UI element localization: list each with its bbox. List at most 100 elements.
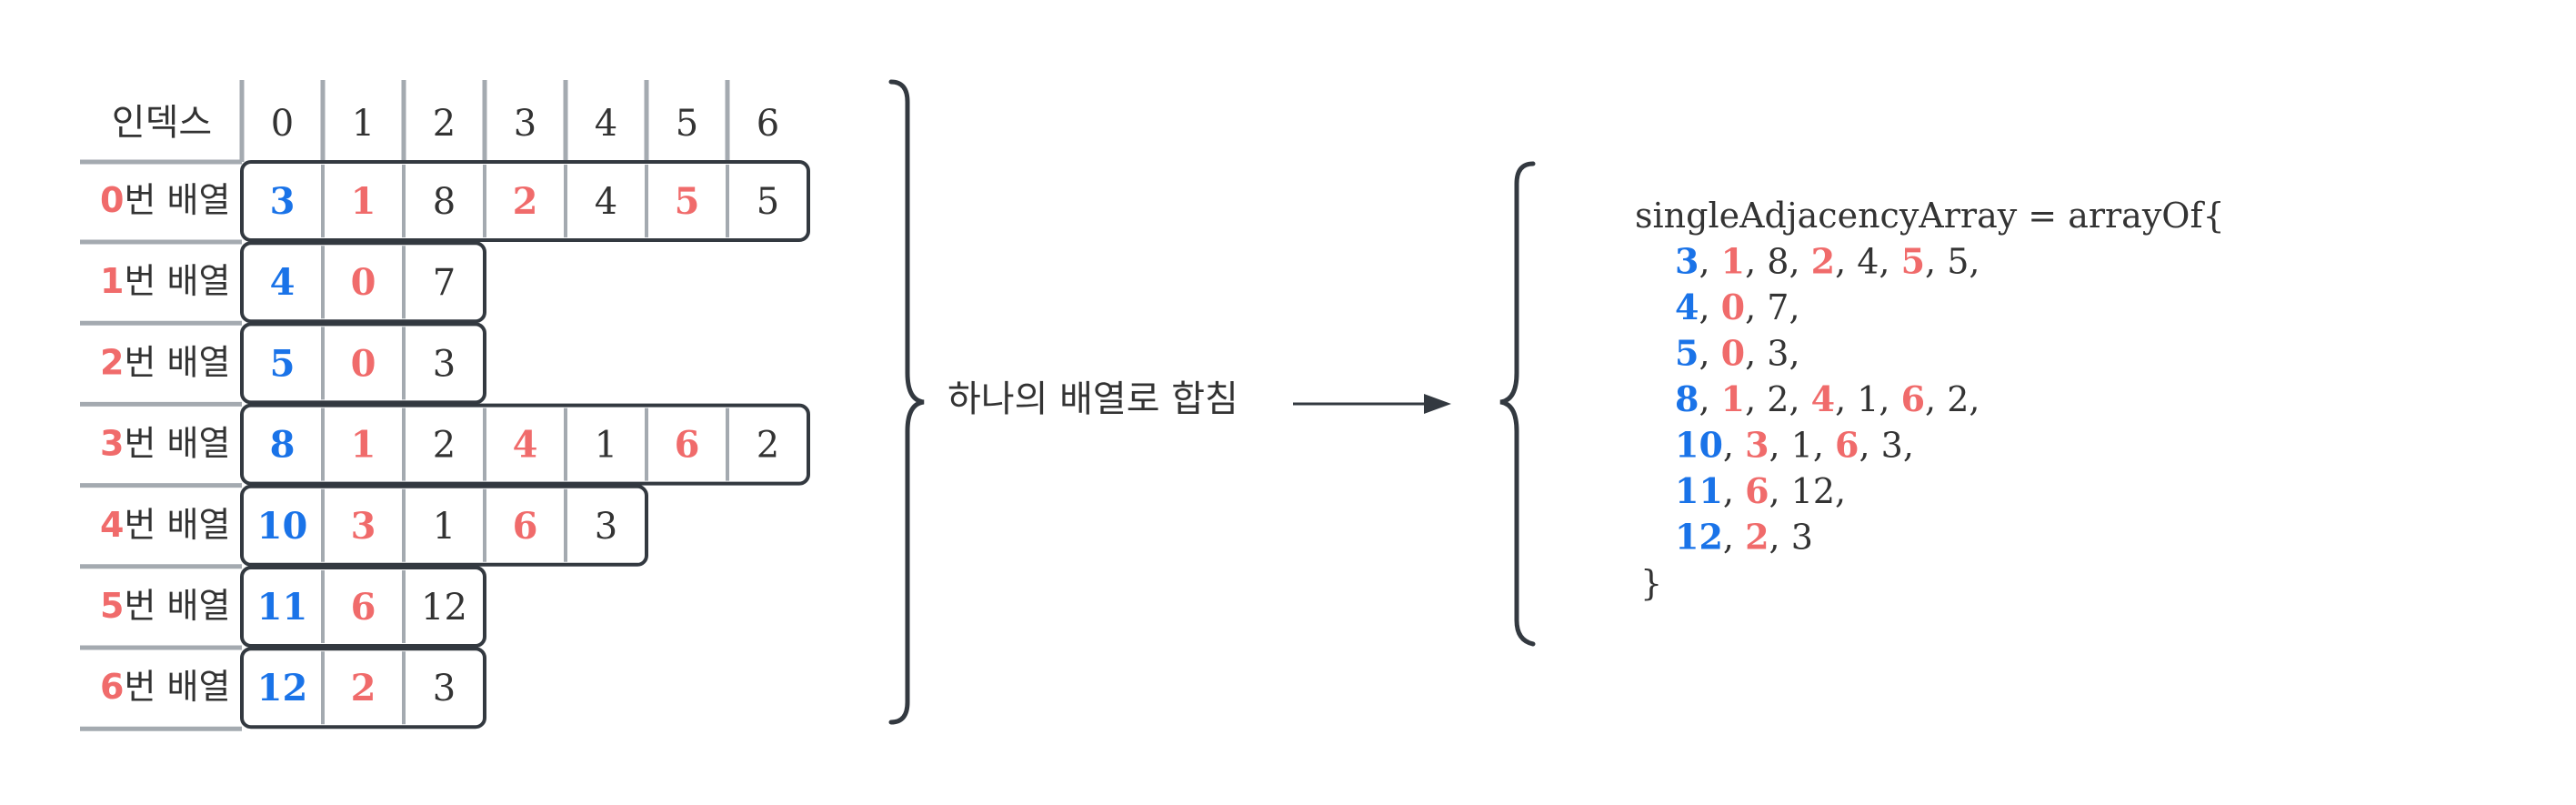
code-value: 3 [1881,426,1903,466]
index-header-cell: 6 [757,103,779,145]
row-label-suffix: 번 배열 [124,180,230,220]
array-cell: 0 [351,342,376,385]
code-separator: , [1879,242,1900,282]
code-line-end: , [1835,471,1846,511]
code-value: 2 [1745,517,1769,558]
row-label: 5번 배열 [100,586,230,626]
code-value: 3 [1745,425,1769,466]
code-line: 12, 2, 3 [1675,517,1813,558]
array-cell: 1 [433,506,456,548]
row-label: 6번 배열 [100,667,230,707]
array-cell: 5 [757,181,779,223]
code-separator: , [1699,242,1720,282]
code-value: 0 [1721,333,1745,374]
index-header-cell: 4 [595,103,617,145]
code-value: 2 [1811,241,1835,282]
code-separator: , [1769,471,1791,511]
code-value: 5 [1675,333,1699,374]
code-line: 4, 0, 7, [1675,287,1800,327]
code-value: 1 [1721,241,1745,282]
code-separator: , [1699,334,1720,374]
left-curly-brace [1499,161,1536,647]
row-label: 2번 배열 [100,342,230,382]
row-label-suffix: 번 배열 [124,342,230,382]
array-cell: 1 [351,180,376,223]
array-row-box [240,484,648,567]
index-header-cell: 1 [352,103,375,145]
array-cell: 8 [433,181,456,223]
row-label-number: 0 [100,180,124,220]
array-cell: 3 [270,180,296,223]
code-separator: , [1879,379,1900,419]
code-line-end: , [1969,242,1980,282]
code-separator: , [1699,287,1720,327]
array-row-box [240,160,810,242]
array-cell: 11 [257,586,308,629]
merge-label: 하나의 배열로 합침 [947,378,1238,420]
code-value: 8 [1675,378,1699,419]
array-cell: 6 [675,424,700,467]
code-separator: , [1723,518,1745,558]
array-cell: 3 [595,506,617,548]
row-label-number: 6 [100,667,124,707]
code-separator: , [1789,379,1810,419]
code-value: 3 [1767,334,1789,374]
right-curly-brace [888,79,925,725]
row-label-suffix: 번 배열 [124,261,230,301]
row-label-number: 5 [100,586,124,626]
array-cell: 2 [513,180,538,223]
code-value: 6 [1835,425,1859,466]
code-value: 12 [1791,471,1835,511]
code-value: 12 [1675,517,1723,558]
code-separator: , [1813,426,1835,466]
code-line: 8, 1, 2, 4, 1, 6, 2, [1675,378,1980,419]
array-cell: 12 [421,587,467,629]
code-value: 11 [1675,470,1723,511]
code-separator: , [1835,379,1857,419]
array-cell: 12 [257,667,308,709]
code-separator: , [1769,518,1791,558]
array-cell: 6 [351,586,376,629]
code-value: 1 [1791,426,1813,466]
code-line-end: , [1789,334,1799,374]
row-label-number: 3 [100,424,124,464]
code-value: 4 [1857,242,1879,282]
array-cell: 8 [270,424,296,467]
code-value: 6 [1901,378,1925,419]
merged-array-code: singleAdjacencyArray = arrayOf{ 3, 1, 8, … [1635,196,2225,603]
merge-arrow [1293,394,1451,414]
array-cell: 1 [595,425,617,467]
row-label-suffix: 번 배열 [124,667,230,707]
index-header-cell: 3 [514,103,536,145]
code-separator: , [1699,379,1720,419]
code-separator: , [1859,426,1881,466]
array-cell: 2 [757,425,779,467]
array-cell: 3 [433,668,456,709]
code-separator: , [1745,287,1767,327]
array-row-box [240,647,486,730]
code-value: 1 [1857,379,1879,419]
code-value: 3 [1675,241,1699,282]
array-cell: 7 [433,262,456,304]
row-label-suffix: 번 배열 [124,586,230,626]
code-separator: , [1769,426,1791,466]
row-label-suffix: 번 배열 [124,505,230,545]
array-cell: 4 [595,181,617,223]
array-row-box [240,566,486,648]
code-value: 1 [1721,378,1745,419]
code-separator: , [1925,379,1947,419]
row-label: 1번 배열 [100,261,230,301]
code-line: 3, 1, 8, 2, 4, 5, 5, [1675,241,1980,282]
code-value: 4 [1811,378,1835,419]
code-value: 10 [1675,425,1723,466]
row-label-number: 1 [100,261,124,301]
code-line-end: , [1969,379,1980,419]
code-footer: } [1640,563,1662,603]
array-cell: 5 [270,342,296,385]
code-separator: , [1723,471,1745,511]
code-header: singleAdjacencyArray = arrayOf{ [1635,196,2225,236]
code-line: 5, 0, 3, [1675,333,1800,374]
array-cell: 10 [257,505,308,548]
row-label-suffix: 번 배열 [124,424,230,464]
